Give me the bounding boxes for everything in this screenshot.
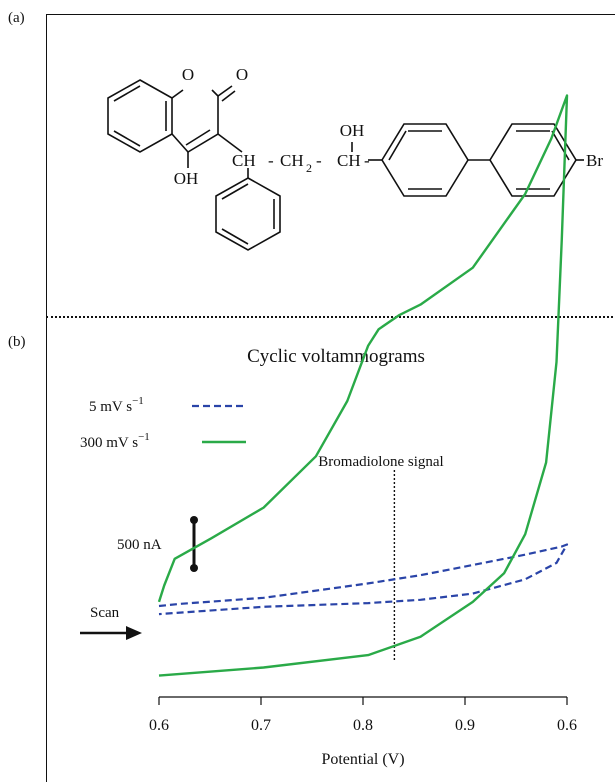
panel-a-frame xyxy=(46,14,615,317)
panel-b-frame xyxy=(46,316,615,782)
panel-label-a: (a) xyxy=(8,10,25,26)
panel-label-b: (b) xyxy=(8,334,26,350)
